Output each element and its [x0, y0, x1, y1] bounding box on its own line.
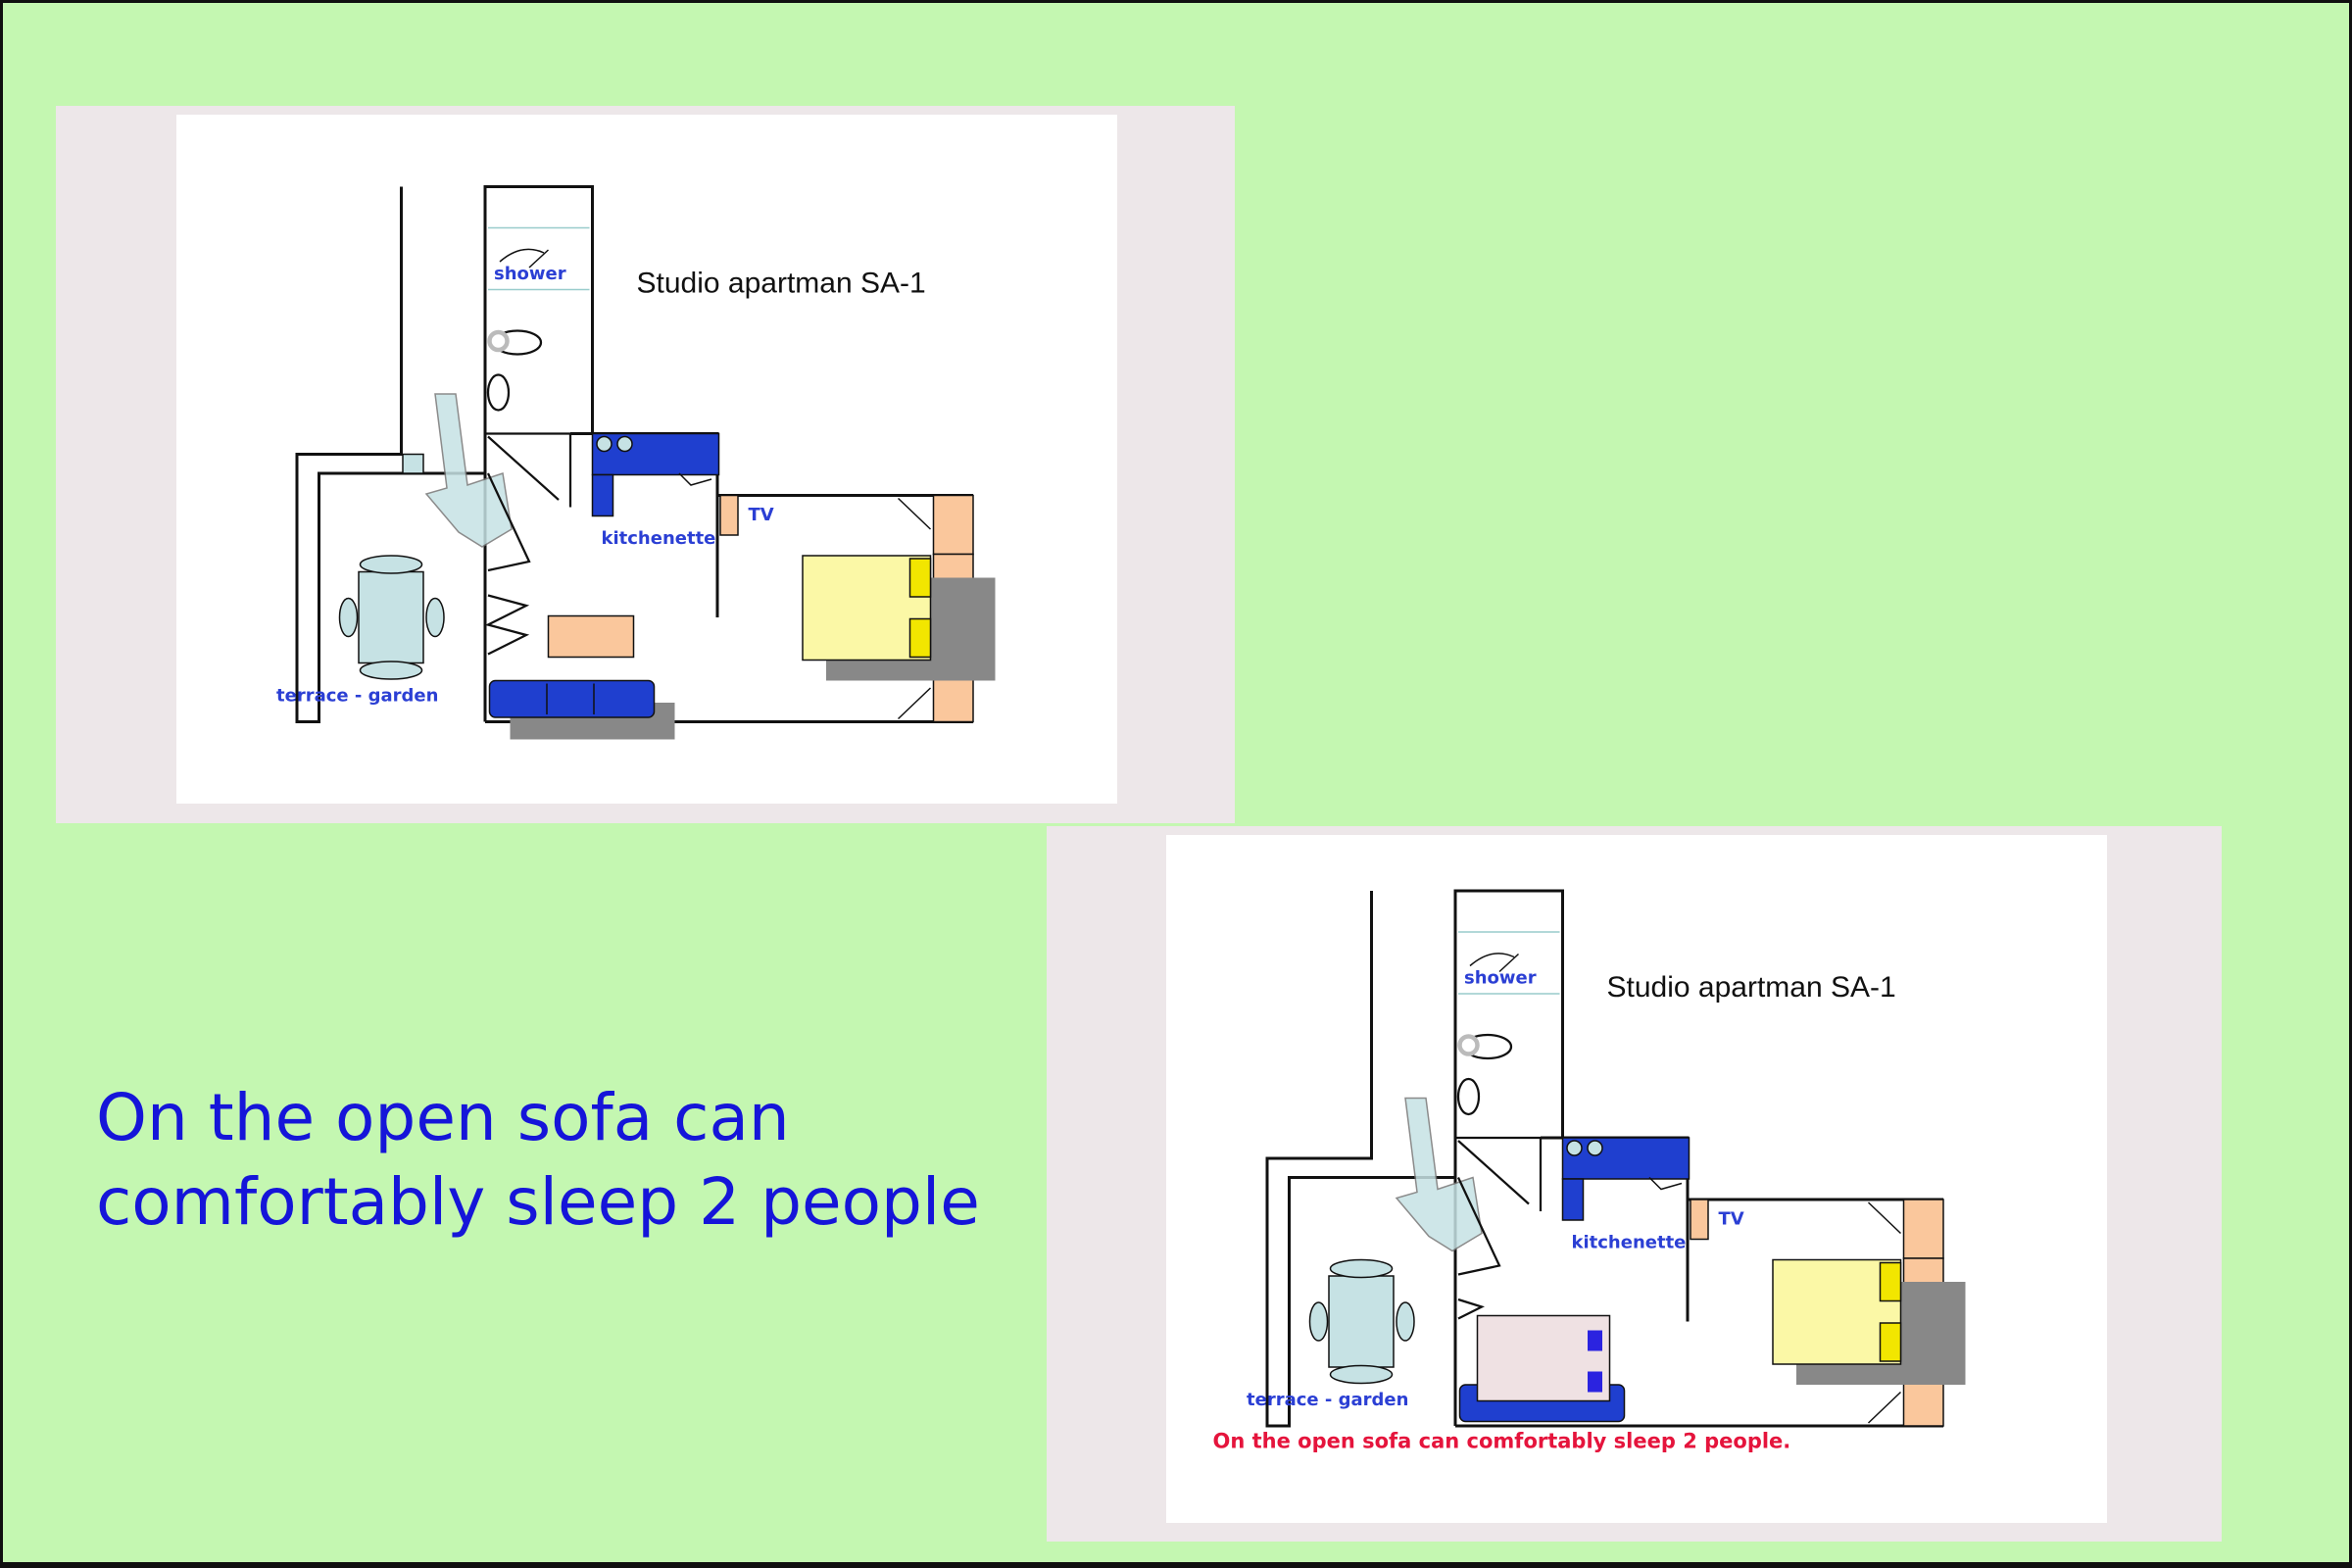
kitchenette-label: kitchenette [602, 528, 716, 549]
terrace-label: terrace - garden [1247, 1390, 1408, 1410]
terrace-label: terrace - garden [276, 686, 438, 707]
open-sofa-note: On the open sofa can comfortably sleep 2… [1213, 1430, 1791, 1453]
floor-plan-drawing: Studio apartman SA-1 shower kitchenette … [276, 185, 996, 740]
caption-line-2: comfortably sleep 2 people [96, 1164, 980, 1240]
floor-plan-bottom: Studio apartman SA-1 shower kitchenette … [1047, 826, 2222, 1542]
floor-plan-top: Studio apartman SA-1 shower kitchenette … [56, 106, 1235, 823]
slide-caption: On the open sofa can comfortably sleep 2… [96, 1076, 980, 1245]
tv-label: TV [1719, 1209, 1744, 1230]
caption-line-1: On the open sofa can [96, 1080, 790, 1155]
plan-title: Studio apartman SA-1 [1607, 971, 1896, 1004]
floor-plan-drawing: Studio apartman SA-1 shower kitchenette … [1213, 889, 1966, 1453]
kitchenette-label: kitchenette [1572, 1233, 1687, 1253]
tv-label: TV [749, 505, 774, 525]
shower-label: shower [494, 264, 566, 284]
shower-label: shower [1464, 968, 1537, 989]
plan-title: Studio apartman SA-1 [637, 268, 926, 300]
